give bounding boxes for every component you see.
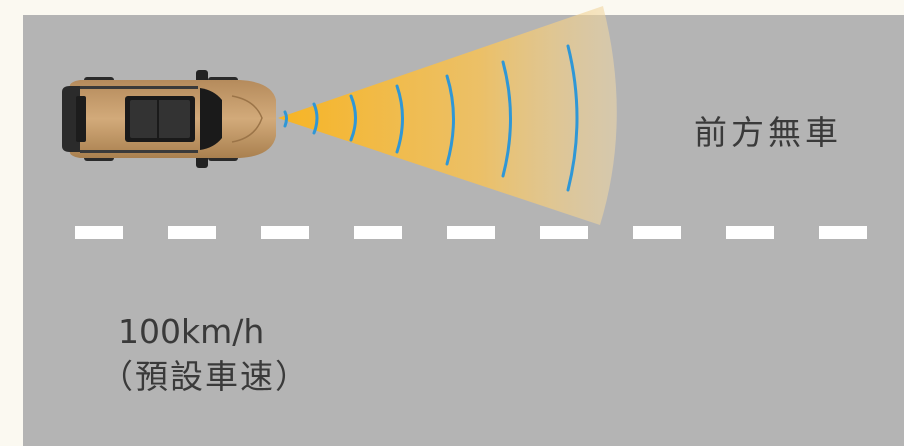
radar-waves <box>283 44 579 192</box>
lane-dash <box>168 226 216 239</box>
lane-dash <box>447 226 495 239</box>
radar-wave <box>395 84 404 154</box>
car-top-view-icon <box>62 70 276 168</box>
lane-dash <box>354 226 402 239</box>
lane-dash <box>261 226 309 239</box>
lane-markings <box>75 226 867 239</box>
radar-wave <box>312 102 319 135</box>
speed-note-label: （預設車速） <box>100 357 310 396</box>
lane-dash <box>540 226 588 239</box>
radar-wave <box>501 60 512 178</box>
radar-wave <box>445 74 455 166</box>
radar-wave <box>566 44 579 192</box>
radar-wave <box>349 94 357 142</box>
lane-dash <box>726 226 774 239</box>
radar-wave <box>283 110 288 128</box>
speed-label: 100km/h <box>118 312 265 351</box>
lane-dash <box>819 226 867 239</box>
lane-dash <box>75 226 123 239</box>
no-vehicle-ahead-label: 前方無車 <box>694 113 842 152</box>
lane-dash <box>633 226 681 239</box>
radar-beam-icon <box>278 6 617 225</box>
